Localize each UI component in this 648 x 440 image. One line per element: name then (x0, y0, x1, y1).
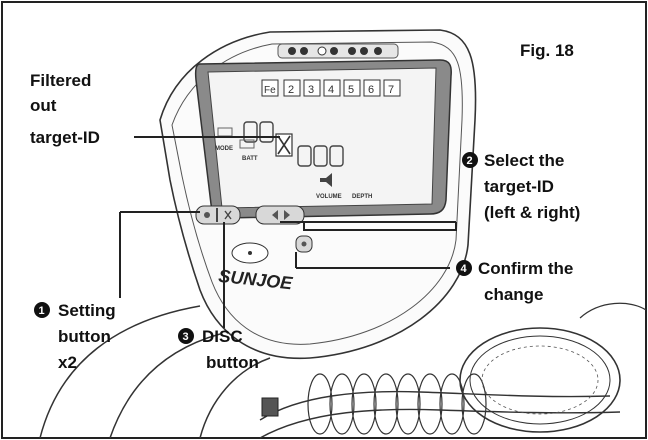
right-arrow-icon (284, 210, 290, 220)
dot-icon (300, 47, 308, 55)
lcd-fe-text: Fe (264, 85, 276, 96)
disc-button-icon (224, 210, 232, 220)
dot-icon (288, 47, 296, 55)
lcd-label-depth: DEPTH (352, 194, 372, 200)
coil-loop (461, 373, 487, 435)
lcd-label-volume: VOLUME (316, 194, 342, 200)
step1-number: 1 (39, 305, 45, 317)
step3-line2: button (206, 353, 259, 372)
setting-button-group (195, 205, 241, 225)
left-arrow-icon (272, 210, 278, 220)
target-id-number: 7 (388, 84, 394, 96)
dot-icon (330, 47, 338, 55)
confirm-button-icon (301, 241, 307, 247)
knob (261, 397, 279, 417)
coil-loop (373, 373, 399, 435)
step1-line3: x2 (58, 353, 77, 372)
fig-label: Fig. 18 (520, 41, 574, 60)
setting-button-icon (204, 212, 210, 218)
step3-number: 3 (183, 331, 189, 343)
lcd-batt-icon (239, 139, 255, 149)
target-id-row: 2 3 4 5 6 7 (283, 79, 401, 97)
target-id-segment (323, 79, 341, 97)
shaft-outline (199, 357, 271, 439)
lcd-digit (329, 145, 344, 167)
target-id-segment (363, 79, 381, 97)
step4-number-badge (456, 260, 472, 276)
step3-number-badge (178, 328, 194, 344)
target-id-number: 5 (348, 84, 354, 96)
target-id-number: 3 (308, 84, 314, 96)
coil-loop (329, 373, 355, 435)
coil-cable (307, 373, 487, 435)
step2-number: 2 (467, 155, 473, 167)
filtered-line1: Filtered (30, 71, 91, 90)
speaker-icon (320, 173, 332, 187)
shaft-outline (109, 333, 221, 439)
target-id-segment (303, 79, 321, 97)
shaft-outline (39, 305, 201, 439)
target-id-segment (383, 79, 401, 97)
lcd-label-batt: BATT (242, 156, 258, 162)
step1-number-badge (34, 302, 50, 318)
lcd-label-mode: MODE (215, 146, 233, 152)
lcd-digit (313, 145, 328, 167)
dot-icon (348, 47, 356, 55)
detector-housing-inner (171, 41, 463, 345)
target-id-segment (343, 79, 361, 97)
target-id-number: 4 (328, 84, 334, 96)
step3-line1: DISC (202, 327, 243, 346)
left-right-button[interactable] (255, 205, 305, 225)
filtered-cross (277, 135, 291, 155)
coil-loop (417, 373, 443, 435)
target-id-number: 2 (288, 84, 294, 96)
dot-icon (374, 47, 382, 55)
rod-line (259, 390, 611, 421)
search-coil-inner (469, 335, 611, 425)
search-coil (459, 327, 621, 433)
coil-arc (579, 302, 647, 319)
filtered-line3: target-ID (30, 128, 100, 147)
coil-loop (351, 373, 377, 435)
search-coil-mesh (481, 345, 599, 415)
coil-loop (439, 373, 465, 435)
lcd-screen (207, 67, 437, 209)
step2-line2: target-ID (484, 177, 554, 196)
dot-icon (360, 47, 368, 55)
step4-number: 4 (461, 263, 468, 275)
step1-line1: Setting (58, 301, 116, 320)
arrow-button-group (255, 205, 305, 225)
lcd-fe-icon (261, 79, 279, 97)
step2-line1: Select the (484, 151, 564, 170)
dot-icon (317, 46, 327, 56)
lcd-digit (259, 121, 274, 143)
disc-divider (216, 208, 218, 222)
step4-line2: change (484, 285, 544, 304)
step2-line3: (left & right) (484, 203, 580, 222)
lcd-digit-row (243, 121, 344, 167)
target-id-segment (283, 79, 301, 97)
target-id-number: 6 (368, 84, 374, 96)
step4-line1: Confirm the (478, 259, 573, 278)
coil-loop (307, 373, 333, 435)
leader-step2 (303, 222, 457, 231)
filtered-line2: out (30, 96, 57, 115)
power-button-dot (248, 251, 252, 255)
lcd-digit (297, 145, 312, 167)
step2-number-badge (462, 152, 478, 168)
lcd-digit (243, 121, 258, 143)
coil-loop (395, 373, 421, 435)
step1-line2: button (58, 327, 111, 346)
